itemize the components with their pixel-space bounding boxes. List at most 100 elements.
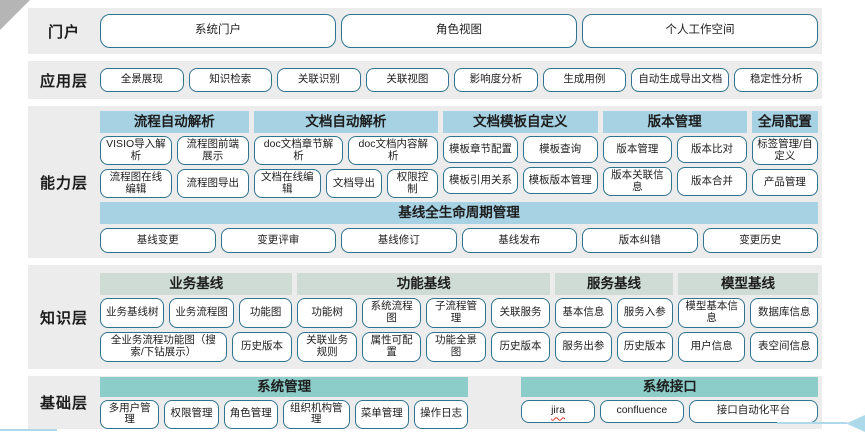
capability-item: 产品管理 [751,169,818,196]
arrow-head [846,415,865,432]
foundation-group-system-interface: 系统接口 jira confluence 接口自动化平台 [521,376,818,429]
capability-group-version: 版本管理 版本管理 版本比对 版本关联信息 版本合并 [602,111,747,198]
knowledge-item: 表空间信息 [750,331,818,362]
group-header: 业务基线 [100,272,293,295]
knowledge-group-service-baseline: 服务基线 基本信息 服务入参 服务出参 历史版本 [555,272,673,362]
group-header: 系统管理 [100,376,469,397]
capability-item: doc文档内容解析 [348,136,439,165]
knowledge-item: 业务流程图 [169,297,234,328]
app-item: 生成用例 [542,68,627,92]
capability-item: 模板版本管理 [522,167,598,194]
knowledge-group-model-baseline: 模型基线 模型基本信息 数据库信息 用户信息 表空间信息 [677,272,818,362]
capability-item: 文档在线编辑 [253,169,321,198]
capability-item: 版本关联信息 [602,167,673,196]
app-item: 关联识别 [277,68,361,92]
capability-layer-label: 能力层 [39,174,88,192]
foundation-item: 菜单管理 [354,399,409,429]
portal-layer-label: 门户 [47,23,80,41]
foundation-item: 操作日志 [413,399,469,429]
layer-capability: 能力层 流程自动解析 VISIO导入解析 流程图前端展示 流程图在线编辑 流程图… [28,106,822,258]
capability-group-global-config: 全局配置 标签管理/自定义 产品管理 [751,111,818,198]
capability-item: 标签管理/自定义 [751,136,818,165]
layer-knowledge: 知识层 业务基线 业务基线树 业务流程图 功能图 全业务流程功能图（搜索/下钻展… [28,265,822,369]
app-item: 知识检索 [188,68,273,92]
portal-item: 系统门户 [100,14,336,48]
knowledge-layer-label: 知识层 [39,309,88,327]
group-header: 全局配置 [751,111,818,133]
knowledge-item: 业务基线树 [100,297,165,328]
capability-group-process-parse: 流程自动解析 VISIO导入解析 流程图前端展示 流程图在线编辑 流程图导出 [100,111,249,198]
knowledge-group-business-baseline: 业务基线 业务基线树 业务流程图 功能图 全业务流程功能图（搜索/下钻展示） 历… [100,272,293,362]
knowledge-item: 关联服务 [490,297,551,328]
knowledge-item: 子流程管理 [426,297,486,328]
portal-item: 个人工作空间 [582,14,818,48]
group-header: 系统接口 [521,376,818,397]
baseline-item: 基线修订 [341,228,457,253]
capability-group-doc-parse: 文档自动解析 doc文档章节解析 doc文档内容解析 文档在线编辑 文档导出 权… [253,111,439,198]
group-header: 流程自动解析 [100,111,249,133]
foundation-item: 角色管理 [223,399,278,429]
app-item: 稳定性分析 [734,68,818,92]
app-item: 自动生成导出文档 [631,68,730,92]
group-header: 模型基线 [677,272,818,295]
baseline-item: 变更历史 [702,228,818,253]
knowledge-group-function-baseline: 功能基线 功能树 系统流程图 子流程管理 关联服务 关联业务规则 属性可配置 功… [297,272,551,362]
capability-item: 权限控制 [386,169,439,198]
capability-item: 流程图在线编辑 [100,169,172,198]
group-header: 版本管理 [602,111,747,133]
app-item: 关联视图 [365,68,450,92]
corner-fold-decoration [0,0,30,30]
baseline-item: 基线变更 [100,228,216,253]
knowledge-item: 功能树 [297,297,357,328]
knowledge-item: 服务入参 [616,297,673,328]
portal-item: 角色视图 [341,14,577,48]
app-item: 全景展现 [100,68,184,92]
arrow-tail [777,422,847,424]
foundation-item: 多用户管理 [100,399,160,429]
foundation-item: 权限管理 [164,399,219,429]
capability-item: 版本合并 [677,167,747,196]
knowledge-item: 系统流程图 [361,297,422,328]
capability-item: 版本比对 [677,136,747,163]
baseline-lifecycle-header: 基线全生命周期管理 [100,202,818,224]
baseline-item: 版本纠错 [582,228,698,253]
knowledge-item: 历史版本 [490,331,551,362]
knowledge-item: 全业务流程功能图（搜索/下钻展示） [100,331,227,362]
knowledge-item: 模型基本信息 [677,297,746,328]
knowledge-item: 历史版本 [616,331,673,362]
knowledge-item: 关联业务规则 [297,331,357,362]
capability-item: 文档导出 [325,169,382,198]
layer-application: 应用层 全景展现 知识检索 关联识别 关联视图 影响度分析 生成用例 自动生成导… [28,61,822,99]
capability-item: 版本管理 [602,136,673,163]
application-layer-label: 应用层 [39,72,88,90]
group-header: 文档模板自定义 [443,111,598,133]
foundation-item: 接口自动化平台 [689,399,818,423]
capability-group-template: 文档模板自定义 模板章节配置 模板查询 模板引用关系 模板版本管理 [443,111,598,198]
capability-item: VISIO导入解析 [100,136,172,165]
layer-portal: 门户 系统门户 角色视图 个人工作空间 [28,8,822,54]
knowledge-item: 属性可配置 [361,331,422,362]
knowledge-item: 基本信息 [555,297,612,328]
knowledge-item: 功能图 [238,297,293,328]
knowledge-item: 服务出参 [555,331,612,362]
group-header: 功能基线 [297,272,551,295]
capability-item: doc文档章节解析 [253,136,344,165]
knowledge-item: 功能全景图 [426,331,486,362]
knowledge-item: 历史版本 [231,331,293,362]
group-header: 服务基线 [555,272,673,295]
baseline-item: 基线发布 [461,228,577,253]
arrow-left-icon [777,415,865,432]
knowledge-item: 用户信息 [677,331,746,362]
layer-foundation: 基础层 系统管理 多用户管理 权限管理 角色管理 组织机构管理 菜单管理 操作日… [28,376,822,429]
baseline-item: 变更评审 [220,228,336,253]
capability-item: 模板查询 [522,136,598,163]
app-item: 影响度分析 [454,68,538,92]
foundation-item-confluence: confluence [599,399,685,423]
foundation-group-system-management: 系统管理 多用户管理 权限管理 角色管理 组织机构管理 菜单管理 操作日志 [100,376,469,429]
capability-item: 模板章节配置 [443,136,518,163]
capability-item: 流程图前端展示 [176,136,249,165]
capability-item: 流程图导出 [176,169,249,198]
knowledge-item: 数据库信息 [750,297,818,328]
foundation-item-jira: jira [521,399,595,423]
